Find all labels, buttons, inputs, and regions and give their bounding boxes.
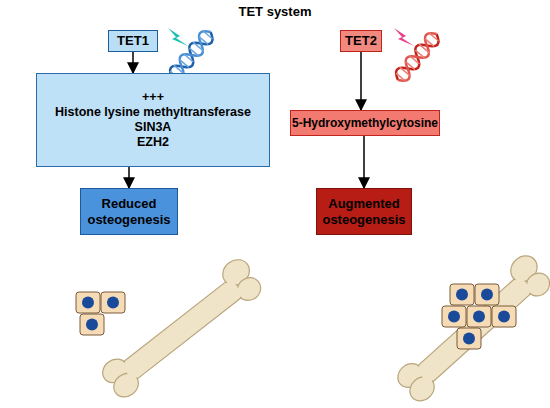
flow-arrow: [360, 52, 362, 110]
cell-cluster: [442, 284, 516, 349]
node-text: TET2: [345, 33, 377, 49]
flow-arrow: [132, 52, 134, 73]
lightning-symbol: [168, 28, 188, 46]
dna-helix: [392, 29, 442, 85]
node-text: TET1: [117, 33, 149, 49]
bone-illustration: [96, 254, 267, 401]
node-text: Reduced osteogenesis: [81, 196, 177, 227]
cell-cluster: [76, 292, 125, 335]
gene-box: TET2: [340, 30, 382, 52]
diagram-title: TET system: [0, 4, 550, 19]
node-text: SIN3A: [135, 120, 172, 135]
flow-arrow: [128, 167, 130, 188]
node-text: EZH2: [137, 135, 169, 150]
outcome-box: Augmented osteogenesis: [316, 188, 412, 235]
flow-arrow: [363, 136, 365, 188]
node-text: Histone lysine methyltransferase: [55, 105, 251, 120]
mechanism-box: 5-Hydroxymethylcytosine: [290, 110, 440, 136]
gene-box: TET1: [108, 30, 158, 52]
bone-illustration: [390, 251, 550, 406]
lightning-symbol: [394, 28, 414, 46]
node-text: Augmented osteogenesis: [317, 196, 411, 227]
node-text: +++: [142, 90, 164, 105]
node-text: 5-Hydroxymethylcytosine: [292, 116, 438, 130]
outcome-box: Reduced osteogenesis: [80, 188, 178, 235]
mechanism-box: +++Histone lysine methyltransferaseSIN3A…: [36, 73, 270, 167]
